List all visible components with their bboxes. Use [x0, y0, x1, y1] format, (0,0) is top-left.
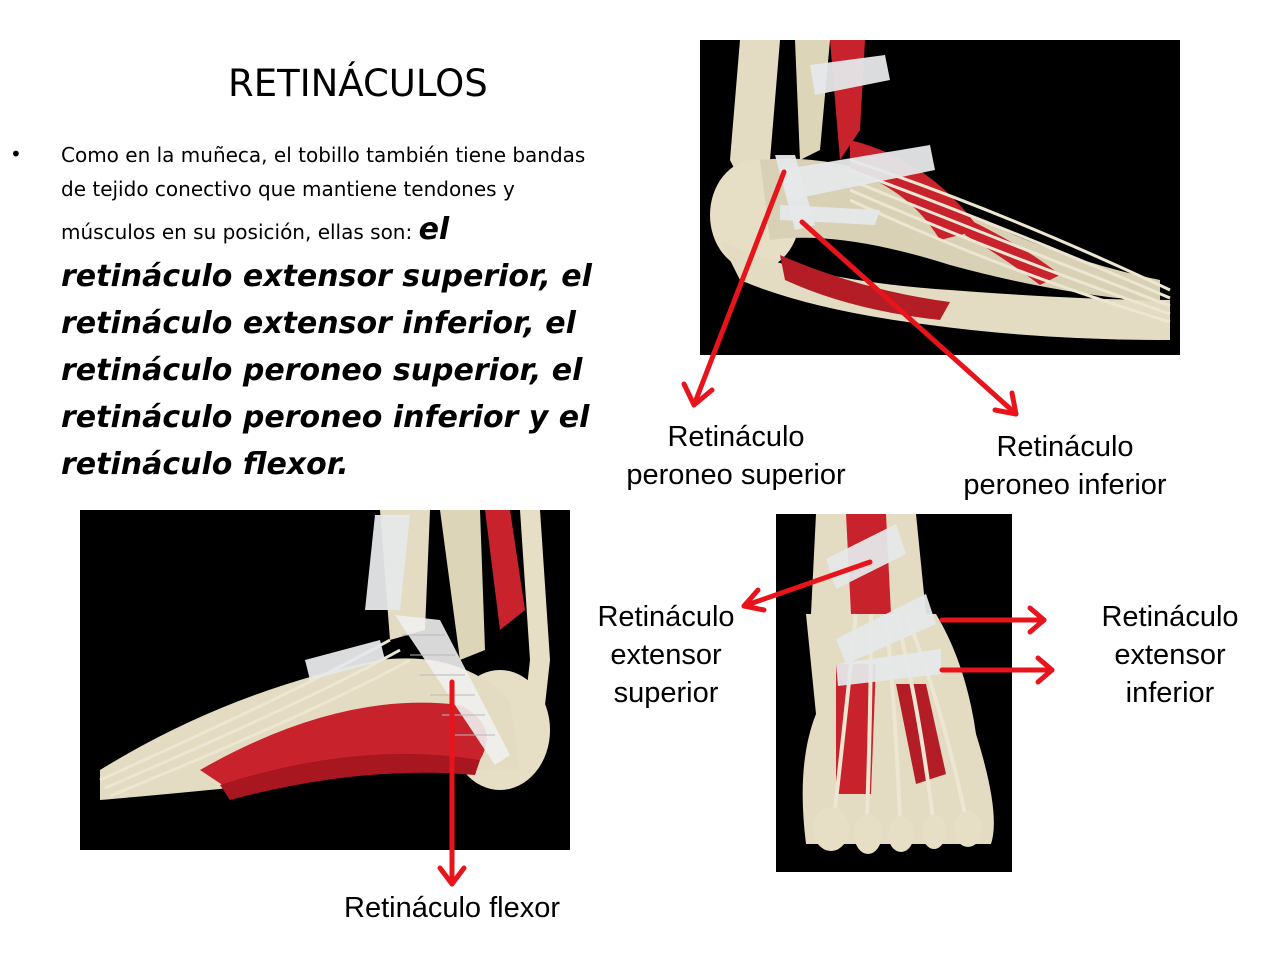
label-peroneo-inferior-line1: Retináculo [996, 431, 1134, 463]
label-flexor-line1: Retináculo flexor [344, 892, 560, 924]
anterior-foot-image [776, 514, 1012, 872]
label-peroneo-superior-line2: peroneo superior [626, 459, 846, 491]
arrowhead-flexor [437, 865, 467, 887]
bullet-item: Como en la muñeca, el tobillo también ti… [61, 138, 596, 488]
label-extensor-superior-line2: extensor [610, 639, 722, 671]
label-extensor-superior-line3: superior [613, 677, 719, 709]
slide-title: RETINÁCULOS [228, 62, 488, 105]
label-extensor-superior-line1: Retináculo [597, 601, 735, 633]
arrowhead-peroneo-superior [681, 381, 715, 408]
label-peroneo-superior-line1: Retináculo [667, 421, 805, 453]
bullet-emphasis-text: el retináculo extensor superior, el reti… [61, 212, 592, 482]
label-retinaculo-flexor: Retináculo flexor [330, 889, 574, 927]
label-retinaculo-extensor-superior: Retináculo extensor superior [586, 598, 746, 712]
label-retinaculo-extensor-inferior: Retináculo extensor inferior [1092, 598, 1248, 712]
arrowhead-peroneo-inferior [992, 390, 1019, 417]
label-retinaculo-peroneo-inferior: Retináculo peroneo inferior [950, 428, 1180, 504]
arrowhead-extensor-inferior-upper [1027, 605, 1047, 635]
arrowhead-extensor-inferior-lower [1035, 655, 1055, 685]
medial-ankle-image [80, 510, 570, 850]
bullet-list: • Como en la muñeca, el tobillo también … [6, 138, 596, 488]
label-extensor-inferior-line2: extensor [1114, 639, 1226, 671]
label-retinaculo-peroneo-superior: Retináculo peroneo superior [612, 418, 860, 494]
arrowhead-extensor-superior [741, 587, 767, 613]
bullet-marker: • [10, 142, 22, 166]
label-extensor-inferior-line3: inferior [1125, 677, 1215, 709]
lateral-ankle-image [700, 40, 1180, 355]
label-peroneo-inferior-line2: peroneo inferior [963, 469, 1167, 501]
label-extensor-inferior-line1: Retináculo [1101, 601, 1239, 633]
bullet-intro-text: Como en la muñeca, el tobillo también ti… [61, 143, 586, 244]
